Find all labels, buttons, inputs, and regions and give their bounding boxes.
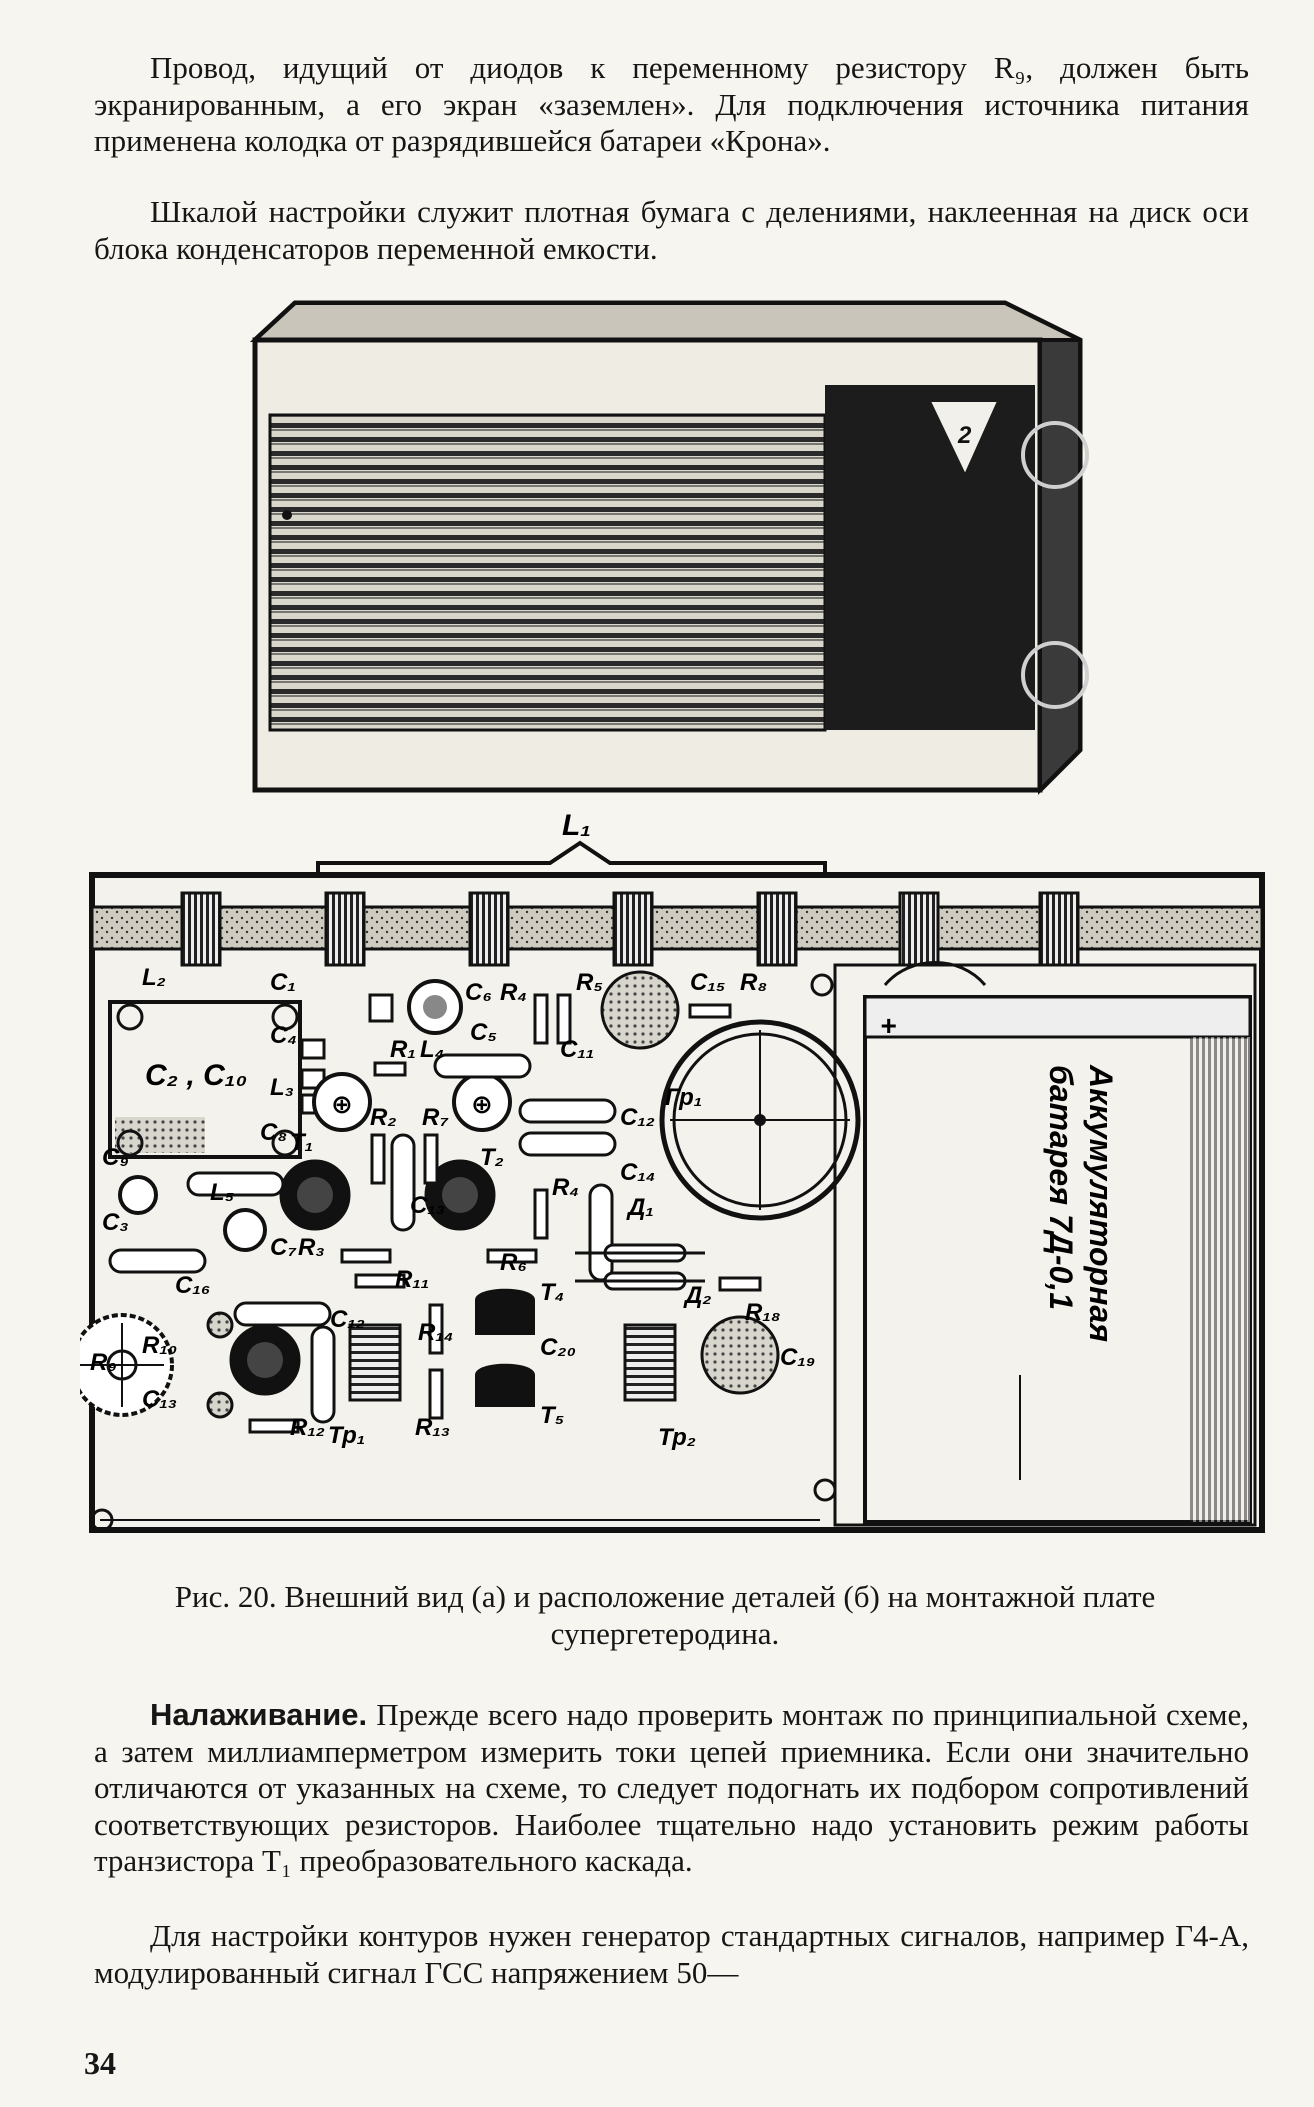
label-l4: L₄ bbox=[420, 1036, 444, 1063]
label-t2: T₂ bbox=[480, 1144, 504, 1171]
caption-text: Внешний вид (а) и расположение деталей (… bbox=[284, 1579, 1156, 1651]
tuning-knob-icon bbox=[1021, 421, 1089, 489]
svg-text:⊕: ⊕ bbox=[471, 1089, 493, 1119]
figure-caption: Рис. 20. Внешний вид (а) и расположение … bbox=[110, 1578, 1220, 1652]
label-c9: C₉ bbox=[102, 1144, 129, 1171]
label-c20: C₂₀ bbox=[540, 1334, 576, 1361]
label-r6: R₆ bbox=[500, 1249, 527, 1276]
antenna-brace bbox=[316, 840, 827, 880]
circuit-board: ⊕ ⊕ bbox=[80, 872, 1265, 1533]
battery bbox=[863, 995, 1252, 1524]
paragraph-tuning: Налаживание. Прежде всего надо проверить… bbox=[94, 1697, 1249, 1880]
label-d2: Д₂ bbox=[683, 1282, 711, 1309]
label-r14: R₁₄ bbox=[418, 1319, 453, 1346]
label-r11: R₁₁ bbox=[395, 1266, 429, 1293]
battery-plus: + bbox=[880, 1010, 896, 1041]
label-r1: R₁ bbox=[390, 1036, 416, 1063]
label-c16: C₁₆ bbox=[175, 1272, 210, 1299]
label-r3: R₃ bbox=[298, 1234, 325, 1261]
label-c12a: C₁₂ bbox=[620, 1104, 655, 1131]
svg-text:⊕: ⊕ bbox=[331, 1089, 353, 1119]
label-t5: T₅ bbox=[540, 1402, 564, 1429]
label-l5: L₅ bbox=[210, 1179, 234, 1206]
label-r7: R₇ bbox=[422, 1104, 449, 1131]
ferrite-rod bbox=[90, 905, 1264, 951]
label-r2: R₂ bbox=[370, 1104, 396, 1131]
paragraph-generator: Для настройки контуров нужен генератор с… bbox=[94, 1918, 1249, 1990]
label-c19: C₁₉ bbox=[780, 1344, 815, 1371]
label-c12b: C₁₂ bbox=[330, 1306, 365, 1333]
page-number: 34 bbox=[84, 2045, 116, 2081]
label-r8: R₈ bbox=[740, 969, 767, 996]
label-t1: T₁ bbox=[290, 1129, 313, 1156]
label-r10: R₁₀ bbox=[142, 1332, 177, 1359]
label-tr2: Тр₂ bbox=[658, 1424, 696, 1451]
label-c13b: C₁₃ bbox=[142, 1386, 177, 1413]
label-r9: R₉ bbox=[90, 1349, 117, 1376]
label-c4: C₄ bbox=[270, 1022, 297, 1049]
label-c13a: C₁₃ bbox=[410, 1192, 445, 1219]
radio-exterior: 2 bbox=[249, 300, 1089, 795]
label-c6: C₆ bbox=[465, 979, 492, 1006]
label-r4b: R₄ bbox=[552, 1174, 579, 1201]
volume-knob-icon bbox=[1021, 641, 1089, 709]
paragraph-tuning-body: Прежде всего надо проверить монтаж по пр… bbox=[94, 1697, 1250, 1878]
label-c5: C₅ bbox=[470, 1019, 497, 1046]
label-r5: R₅ bbox=[576, 969, 603, 996]
paragraph-shielded-wire: Провод, идущий от диодов к переменному р… bbox=[94, 50, 1249, 158]
speaker-grille bbox=[268, 413, 827, 732]
label-t4: T₄ bbox=[540, 1279, 564, 1306]
figure-receiver: 2 L₁ ⊕ bbox=[80, 300, 1265, 1533]
label-tr1: Тр₁ bbox=[328, 1422, 365, 1449]
caption-label: Рис. 20. bbox=[174, 1579, 277, 1614]
battery-label-line2: батарея 7Д-0,1 bbox=[1043, 1065, 1079, 1310]
paragraph-tuning-scale: Шкалой настройки служит плотная бумага с… bbox=[94, 194, 1249, 266]
label-r13: R₁₃ bbox=[415, 1414, 450, 1441]
label-c15: C₁₅ bbox=[690, 969, 725, 996]
paragraph-lead: Налаживание. bbox=[150, 1697, 368, 1732]
label-c1a: C₁ bbox=[270, 969, 296, 996]
label-r12: R₁₂ bbox=[290, 1414, 325, 1441]
label-c3: C₃ bbox=[102, 1209, 129, 1236]
antenna-coils bbox=[180, 891, 1080, 967]
label-gr1: Гр₁ bbox=[665, 1084, 702, 1111]
label-c7: C₇ bbox=[270, 1234, 297, 1261]
dial-mark: 2 bbox=[957, 422, 972, 449]
label-r18: R₁₈ bbox=[745, 1299, 781, 1326]
label-r4a: R₄ bbox=[500, 979, 527, 1006]
label-l3: L₃ bbox=[270, 1074, 294, 1101]
label-d1: Д₁ bbox=[626, 1194, 654, 1221]
antenna-label: L₁ bbox=[562, 809, 591, 842]
label-l2: L₂ bbox=[142, 964, 166, 991]
dial-panel bbox=[825, 385, 1035, 730]
label-c8: C₈ bbox=[260, 1119, 287, 1146]
label-c14: C₁₄ bbox=[620, 1159, 655, 1186]
label-c2c10: C₂ , C₁₀ bbox=[145, 1059, 247, 1092]
battery-label-line1: Аккумуляторная bbox=[1083, 1064, 1119, 1342]
label-c11: C₁₁ bbox=[560, 1036, 594, 1063]
